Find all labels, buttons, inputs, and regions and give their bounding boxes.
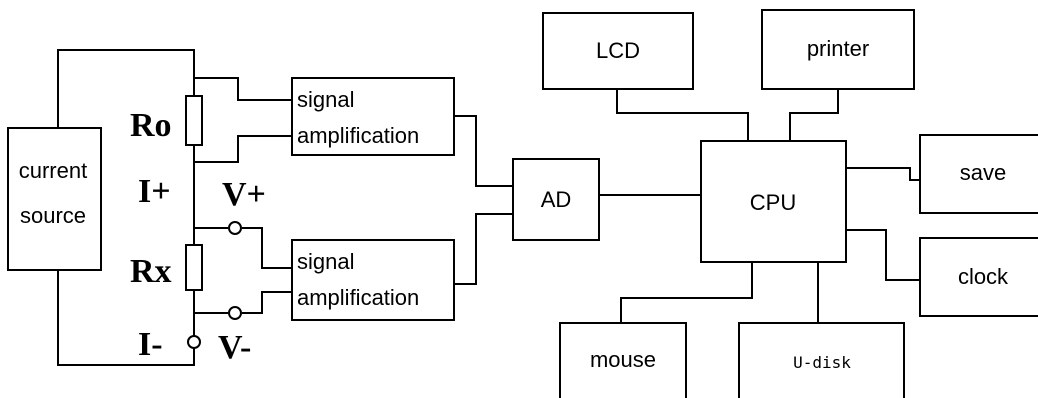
udisk-label: U-disk <box>793 353 851 372</box>
i-minus-terminal <box>187 335 201 349</box>
signal-amplifier-bottom <box>291 239 455 321</box>
save-label: save <box>960 160 1006 185</box>
ro-label: Ro <box>130 107 172 144</box>
save-box <box>919 134 1038 214</box>
clock-box <box>919 237 1038 317</box>
current-source-label-line1: current <box>19 158 87 183</box>
v-plus-label: V+ <box>222 176 266 213</box>
mouse-box <box>559 322 687 398</box>
v-minus-terminal <box>228 306 242 320</box>
cpu-bus-wires <box>599 89 920 323</box>
ad-label: AD <box>541 187 572 212</box>
ro-tap-wires <box>194 77 292 163</box>
lcd-label: LCD <box>596 38 640 63</box>
rx-label: Rx <box>130 253 172 290</box>
v-minus-label: V- <box>218 329 251 366</box>
signal-amplifier-top <box>291 77 455 156</box>
ro-resistor <box>185 95 203 146</box>
i-minus-label: I- <box>138 326 163 363</box>
current-source-box <box>7 127 102 271</box>
i-plus-label: I+ <box>138 173 171 210</box>
printer-box <box>761 9 915 90</box>
udisk-box <box>738 322 905 398</box>
ad-converter-box <box>512 158 600 241</box>
amp1-label-line1: signal <box>297 87 354 112</box>
mouse-label: mouse <box>590 347 656 372</box>
amp2-label-line1: signal <box>297 249 354 274</box>
v-plus-terminal <box>228 221 242 235</box>
current-source-label-line2: source <box>20 203 86 228</box>
printer-label: printer <box>807 36 869 61</box>
clock-label: clock <box>958 264 1009 289</box>
cpu-label: CPU <box>750 190 796 215</box>
amp2-label-line2: amplification <box>297 285 419 310</box>
rx-resistor <box>185 244 203 291</box>
rx-tap-wires <box>194 227 292 314</box>
cpu-box <box>700 140 847 263</box>
amp-to-ad-wires <box>454 115 513 285</box>
amp1-label-line2: amplification <box>297 123 419 148</box>
lcd-box <box>542 12 694 90</box>
